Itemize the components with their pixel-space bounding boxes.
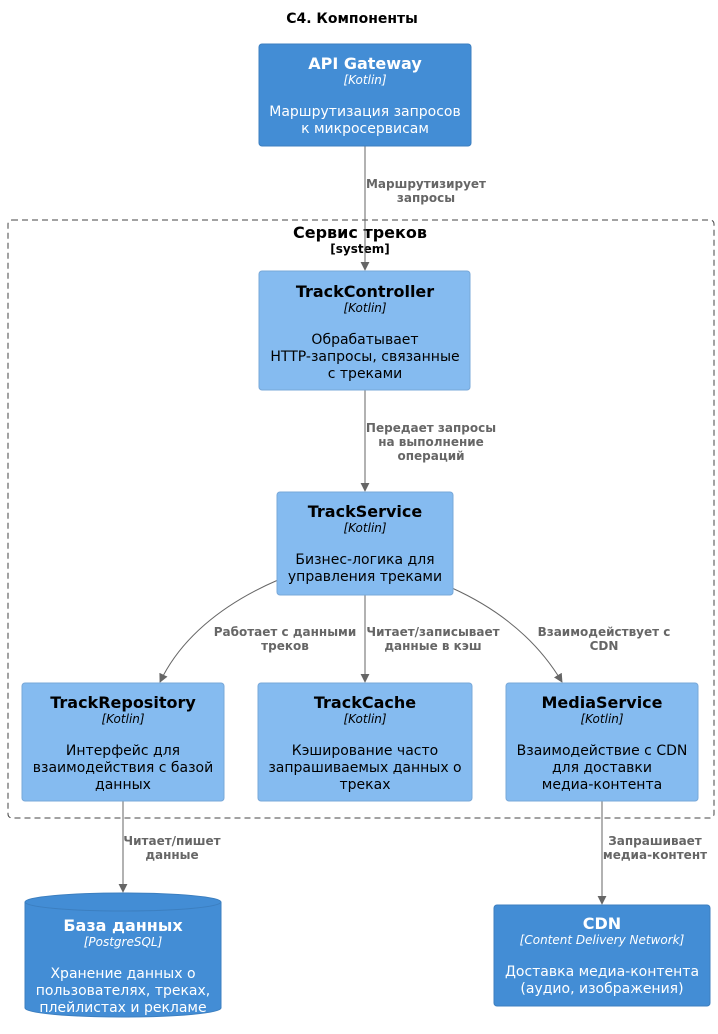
svg-text:Читает/записывает: Читает/записывает (366, 625, 499, 639)
node-name: База данных (63, 916, 183, 935)
svg-text:на выполнение: на выполнение (378, 435, 484, 449)
svg-text:операций: операций (397, 449, 464, 463)
node-tech: [Kotlin] (101, 712, 144, 726)
node-desc-line: Взаимодействие с CDN (517, 743, 688, 759)
node-track-cache: TrackCache [Kotlin] Кэширование часто за… (257, 682, 473, 802)
node-name: API Gateway (308, 54, 422, 73)
node-desc-line: Доставка медиа-контента (505, 964, 699, 980)
node-desc-line: треках (340, 777, 391, 793)
node-tech: [Content Delivery Network] (520, 933, 685, 947)
edge-label-gateway-to-controller: Маршрутизирует запросы (366, 177, 486, 205)
edge-label-controller-to-service: Передает запросы на выполнение операций (366, 421, 496, 463)
node-api-gateway: API Gateway [Kotlin] Маршрутизация запро… (258, 43, 472, 147)
node-track-repository: TrackRepository [Kotlin] Интерфейс для в… (21, 682, 225, 802)
svg-text:медиа-контент: медиа-контент (603, 848, 707, 862)
node-desc-line: Кэширование часто (292, 743, 438, 759)
node-desc-line: данных (95, 777, 151, 793)
node-database: База данных [PostgreSQL] Хранение данных… (24, 892, 222, 1018)
edge-service-to-repository (159, 579, 279, 683)
node-desc-line: пользователях, треках, (36, 983, 211, 999)
node-desc-line: (аудио, изображения) (520, 981, 683, 997)
edge-label-service-to-repository: Работает с данными треков (214, 625, 357, 653)
svg-text:Передает запросы: Передает запросы (366, 421, 496, 435)
diagram-title: C4. Компоненты (286, 11, 418, 27)
svg-text:данные в кэш: данные в кэш (384, 639, 481, 653)
svg-text:CDN: CDN (590, 639, 619, 653)
edge-label-service-to-media: Взаимодействует с CDN (538, 625, 671, 653)
node-tech: [PostgreSQL] (84, 935, 163, 949)
node-desc-line: запрашиваемых данных о (268, 760, 461, 776)
node-cdn: CDN [Content Delivery Network] Доставка … (493, 904, 711, 1007)
boundary-name: Сервис треков (293, 223, 427, 242)
node-name: TrackCache (314, 693, 416, 712)
svg-text:Запрашивает: Запрашивает (608, 834, 702, 848)
database-cylinder-body (24, 902, 222, 1018)
node-name: TrackService (308, 502, 423, 521)
node-desc-line: Интерфейс для (66, 743, 180, 759)
node-name: CDN (583, 914, 621, 933)
svg-text:данные: данные (145, 848, 198, 862)
node-name: MediaService (541, 693, 662, 712)
node-tech: [Kotlin] (343, 301, 386, 315)
node-desc-line: взаимодействия с базой (33, 760, 213, 776)
node-desc-line: медиа-контента (542, 777, 662, 793)
node-name: TrackController (296, 282, 434, 301)
svg-text:запросы: запросы (397, 191, 455, 205)
node-tech: [Kotlin] (343, 521, 386, 535)
node-desc-line: для доставки (552, 760, 652, 776)
edge-label-service-to-cache: Читает/записывает данные в кэш (366, 625, 499, 653)
svg-text:Читает/пишет: Читает/пишет (123, 834, 220, 848)
edges (118, 146, 607, 905)
node-desc-line: управления треками (288, 569, 442, 585)
node-desc-line: плейлистах и рекламе (39, 1000, 206, 1016)
node-desc-line: HTTP-запросы, связанные (270, 349, 459, 365)
node-tech: [Kotlin] (343, 712, 386, 726)
node-desc-line: Маршрутизация запросов (269, 104, 460, 120)
svg-text:Маршрутизирует: Маршрутизирует (366, 177, 486, 191)
edge-service-to-media (451, 587, 563, 683)
svg-text:Взаимодействует с: Взаимодействует с (538, 625, 671, 639)
svg-text:Работает с данными: Работает с данными (214, 625, 357, 639)
svg-text:треков: треков (261, 639, 309, 653)
edge-label-media-to-cdn: Запрашивает медиа-контент (603, 834, 707, 862)
node-track-controller: TrackController [Kotlin] Обрабатывает HT… (258, 270, 471, 391)
node-media-service: MediaService [Kotlin] Взаимодействие с C… (505, 682, 699, 802)
node-name: TrackRepository (50, 693, 196, 712)
node-tech: [Kotlin] (580, 712, 623, 726)
boundary-tag: [system] (330, 242, 389, 256)
node-tech: [Kotlin] (343, 73, 386, 87)
node-desc-line: Хранение данных о (50, 966, 195, 982)
node-desc-line: Обрабатывает (311, 332, 418, 348)
node-desc-line: Бизнес-логика для (295, 552, 434, 568)
database-cylinder-top (24, 892, 222, 912)
edge-label-repository-to-database: Читает/пишет данные (123, 834, 220, 862)
node-desc-line: с треками (328, 366, 403, 382)
node-track-service: TrackService [Kotlin] Бизнес-логика для … (276, 491, 454, 596)
node-desc-line: к микросервисам (301, 121, 429, 137)
